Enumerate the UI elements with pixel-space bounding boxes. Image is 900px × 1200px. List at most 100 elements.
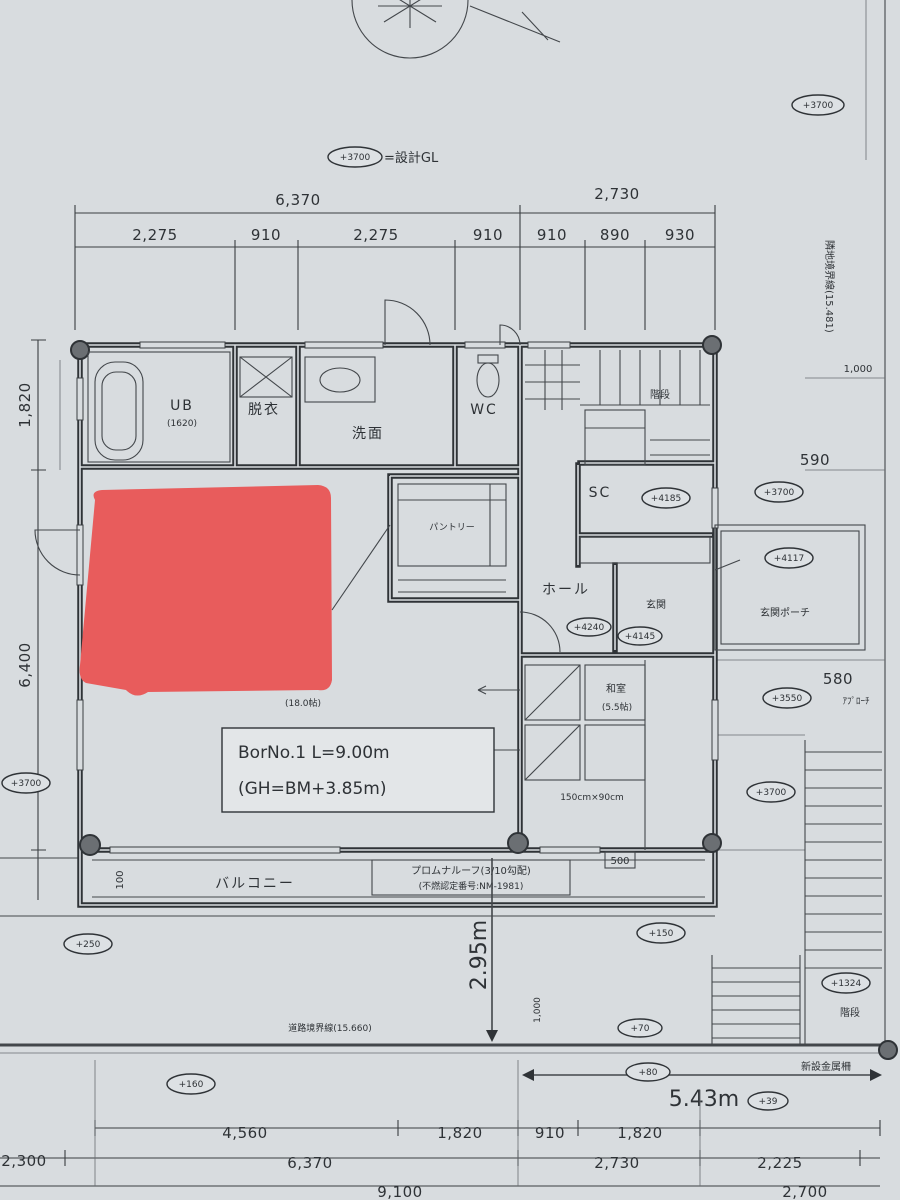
porch-label: 玄関ポーチ [760, 606, 810, 619]
left-dimensions: 1,820 6,400 [16, 339, 61, 900]
level-value: +4145 [625, 632, 655, 642]
level-value: +39 [759, 1097, 778, 1107]
level-value: +3700 [756, 788, 787, 798]
dim-bottom-detail: 1,820 [617, 1124, 662, 1142]
approach-label: ｱﾌﾟﾛｰﾁ [842, 696, 870, 707]
level-marker: +3700 [754, 481, 804, 503]
staircase-icon [525, 350, 710, 466]
dim-top-detail: 910 [251, 226, 281, 244]
gl-level-value: +3700 [340, 153, 371, 163]
unit-bath-size: (1620) [167, 419, 197, 429]
bathtub-icon [87, 351, 231, 463]
dim-top-detail: 930 [665, 226, 695, 244]
level-marker: +3550 [762, 687, 812, 709]
level-markers: +3700 +4185 +3700 +4117 +4240 +4145 +355… [1, 94, 871, 1111]
dim-right: 580 [823, 670, 853, 688]
gl-note-text: =設計GL [384, 150, 439, 166]
setback-dim: 1,000 [533, 997, 543, 1023]
dim-bottom-overall: 6,370 [287, 1154, 332, 1172]
dressing-room-label: 脱衣 [248, 402, 280, 418]
column-posts [70, 335, 898, 1060]
top-dimensions: 6,370 2,730 2,275 910 2,275 910 910 890 … [74, 185, 716, 330]
dim-top-detail: 890 [600, 226, 630, 244]
level-value: +4117 [774, 554, 804, 564]
washing-machine-icon [239, 356, 293, 398]
outdoor-steps-label: 階段 [840, 1006, 860, 1019]
height-measurement: 2.95m 1,000 [467, 858, 543, 1042]
dim-top-overall: 2,730 [594, 185, 639, 203]
dim-bottom-overall: 2,300 [1, 1152, 46, 1170]
boring-note-line1: BorNo.1 L=9.00m [238, 743, 390, 763]
level-marker: +250 [63, 933, 113, 955]
redaction-block [79, 485, 332, 696]
level-marker: +80 [625, 1062, 671, 1082]
level-marker: +39 [747, 1091, 789, 1111]
room-labels: UB (1620) 脱衣 洗面 WC 階段 SC パントリー ホール 玄関 玄関… [167, 388, 860, 1073]
dim-top-detail: 910 [537, 226, 567, 244]
stairs-label: 階段 [650, 388, 670, 401]
dim-bottom-detail: 910 [535, 1124, 565, 1142]
north-arrow-icon [351, 0, 561, 59]
dim-right: 1,000 [844, 364, 873, 375]
road-boundary-label: 道路境界線(15.660) [288, 1022, 372, 1034]
roof-spec: プロムナルーフ(3/10勾配) [411, 864, 531, 877]
dim-bottom-overall: 2,730 [594, 1154, 639, 1172]
roof-cert: (不燃認定番号:NM-1981) [419, 880, 524, 892]
distance-measurement: 5.43m [522, 1069, 882, 1112]
washroom-label: 洗面 [352, 426, 384, 442]
storage-size-label: 150cm×90cm [560, 793, 624, 803]
level-marker: +1324 [821, 972, 871, 994]
level-marker: +4240 [566, 617, 612, 637]
approach-stairs [711, 740, 882, 1045]
distance-note: 5.43m [669, 1087, 739, 1112]
bottom-dimensions: 4,560 1,820 910 1,820 2,300 6,370 2,730 … [0, 1060, 881, 1200]
level-marker: +160 [166, 1073, 216, 1095]
level-value: +4185 [651, 494, 681, 504]
dim-right: 590 [800, 451, 830, 469]
toilet-label: WC [470, 402, 498, 418]
height-note: 2.95m [467, 920, 492, 990]
hall-label: ホール [542, 582, 590, 598]
level-value: +3700 [803, 101, 834, 111]
dim-top-detail: 2,275 [132, 226, 177, 244]
level-marker: +4117 [764, 547, 814, 569]
unit-bath-label: UB [170, 398, 194, 414]
balcony: 500 バルコニー 100 プロムナルーフ(3/10勾配) (不燃認定番号:NM… [92, 851, 705, 898]
level-value: +3700 [11, 779, 42, 789]
gl-level-note: +3700 =設計GL [327, 146, 439, 168]
level-value: +160 [179, 1080, 204, 1090]
pantry-label: パントリー [429, 522, 474, 533]
shoe-closet-icon [579, 536, 711, 564]
storage-width-dim: 500 [610, 856, 629, 867]
level-marker: +70 [617, 1018, 663, 1038]
level-value: +3550 [772, 694, 803, 704]
dim-bottom-total: 2,700 [782, 1183, 827, 1200]
japanese-room-size: (5.5帖) [602, 701, 632, 713]
level-marker: +4185 [641, 487, 691, 509]
level-value: +250 [76, 940, 101, 950]
windows [76, 341, 719, 854]
pantry-shelves [397, 483, 507, 593]
boring-note-line2: (GH=BM+3.85m) [238, 779, 386, 799]
toilet-icon [476, 354, 500, 398]
dim-bottom-detail: 1,820 [437, 1124, 482, 1142]
japanese-room-label: 和室 [606, 682, 626, 695]
dim-top-detail: 2,275 [353, 226, 398, 244]
level-marker: +3700 [1, 772, 51, 794]
building-walls [77, 342, 718, 908]
level-value: +80 [639, 1068, 658, 1078]
property-lines: 隣地境界線(15.481) 道路境界線(15.660) [0, 0, 886, 1054]
right-dimensions: 1,000 590 580 ｱﾌﾟﾛｰﾁ [800, 364, 885, 707]
dim-bottom-overall: 2,225 [757, 1154, 802, 1172]
japanese-room-closets [477, 660, 646, 850]
entrance-label: 玄関 [646, 598, 666, 611]
level-marker: +150 [636, 922, 686, 944]
balcony-label: バルコニー [215, 876, 295, 892]
level-value: +150 [649, 929, 674, 939]
wash-basin-icon [304, 356, 376, 403]
new-fence-label: 新設金属柵 [801, 1060, 851, 1073]
balcony-depth-dim: 100 [115, 870, 126, 889]
adjacent-boundary-label: 隣地境界線(15.481) [823, 240, 836, 333]
shoe-closet-label: SC [589, 485, 612, 501]
